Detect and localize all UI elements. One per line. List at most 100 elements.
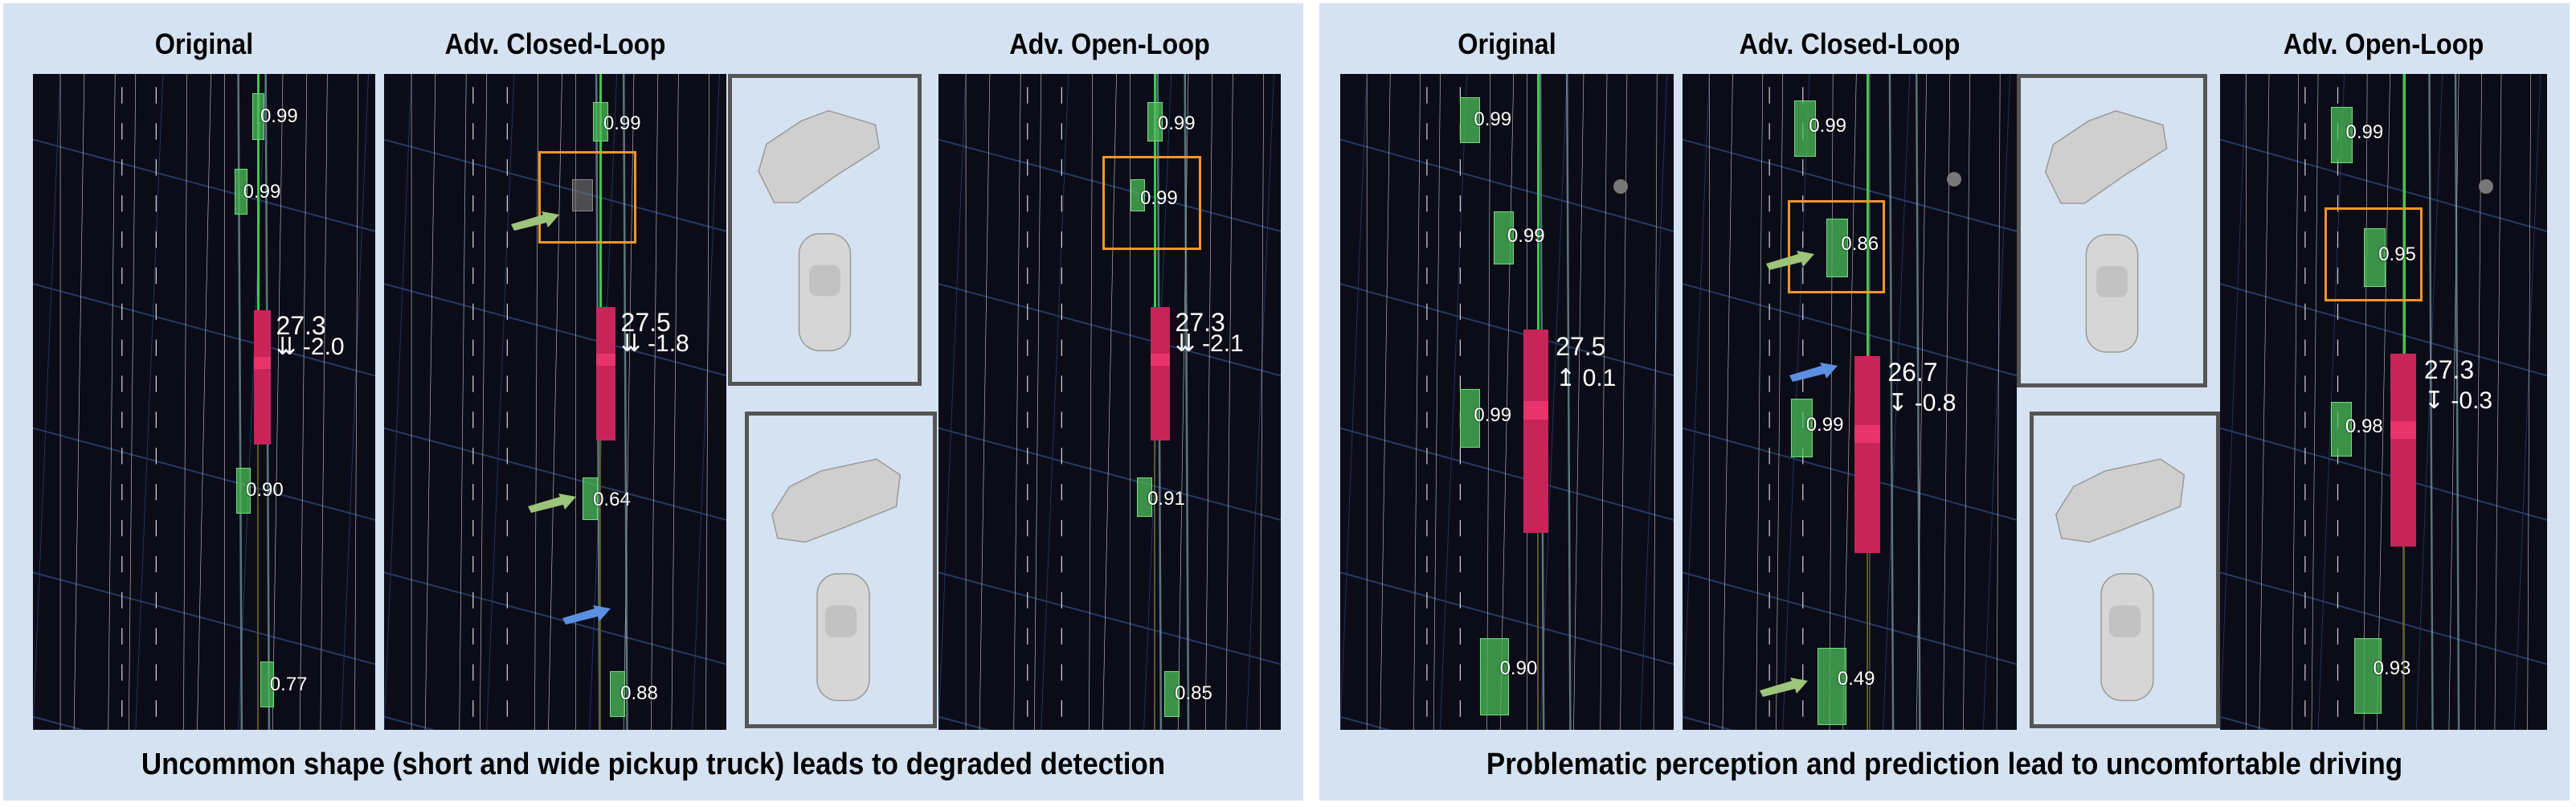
ego-acceleration: ⇊ -1.8 (620, 330, 689, 357)
detection-score: 0.91 (1147, 487, 1185, 510)
highlight-box (538, 151, 636, 244)
planned-route (1866, 74, 1869, 356)
bev-scene: 0.99 0.86 0.99 0.49 26.7↧ -0.8 (1683, 74, 2017, 730)
static-object (1946, 172, 1961, 187)
ego-highlight (2390, 420, 2417, 439)
bev-scene: 0.99 0.99 0.91 0.85 27.3⇊ -2.1 (938, 74, 1281, 730)
detection-score: 0.99 (243, 181, 281, 203)
ego-acceleration: ⇊ -2.0 (276, 334, 345, 361)
trajectory-tail (1866, 552, 1868, 730)
ego-vehicle: 27.5⇊ -1.8 (596, 306, 689, 441)
detection-box: 0.99 (592, 102, 641, 142)
ego-acceleration: ⇊ -2.1 (1175, 330, 1244, 357)
ego-speed: 27.3 (2423, 355, 2475, 385)
detection-score: 0.77 (269, 673, 308, 695)
detection-score: 0.64 (593, 488, 631, 510)
ego-highlight (1151, 353, 1170, 366)
detection-box: 0.99 (1794, 100, 1846, 157)
detection-box: 0.64 (583, 477, 631, 520)
scene-title: Adv. Closed-Loop (444, 27, 666, 60)
detection-score: 0.99 (2345, 121, 2384, 143)
detection-box: 0.98 (2331, 402, 2383, 457)
detection-score: 0.88 (620, 682, 658, 705)
detection-box: 0.99 (1460, 388, 1511, 449)
detection-box: 0.86 (1826, 218, 1879, 277)
ego-vehicle: 27.5 ↥ 0.1 (1523, 330, 1616, 534)
detection-box: 0.99 (1460, 96, 1511, 143)
detection-box: 0.91 (1137, 477, 1185, 517)
highlight-box (1102, 156, 1201, 250)
highlight-box (2325, 207, 2423, 302)
planned-route (1536, 74, 1539, 330)
static-object (1613, 178, 1629, 194)
planned-route (599, 74, 603, 307)
detection-box: 0.93 (2353, 637, 2410, 714)
bev-scene: 0.99 0.99 0.90 0.77 27.3⇊ -2.0 (33, 74, 375, 730)
adversarial-vehicle-render (2030, 412, 2220, 728)
ego-highlight (1523, 400, 1548, 420)
blue-arrow-icon (562, 604, 611, 625)
detection-score: 0.95 (2378, 243, 2416, 265)
detection-box: 0.77 (260, 662, 308, 708)
planned-route (2402, 74, 2406, 354)
detection-score: 0.99 (1809, 114, 1847, 137)
trajectory-tail (2402, 547, 2405, 730)
bev-scene: 0.99 0.95 0.98 0.93 27.3↧ -0.3 (2220, 74, 2547, 730)
detection-score: 0.49 (1837, 667, 1875, 690)
detection-score: 0.99 (603, 112, 641, 134)
detection-score: 0.99 (1507, 225, 1545, 248)
detection-score: 0.99 (1157, 112, 1196, 134)
detection-box: 0.99 (2331, 106, 2383, 163)
road-map (1340, 74, 1674, 730)
ego-highlight (253, 357, 272, 370)
detection-score: 0.99 (1474, 404, 1512, 426)
detection-score: 0.99 (1474, 109, 1512, 131)
detection-box: 0.90 (1480, 637, 1537, 716)
trajectory-tail (257, 444, 260, 730)
adversarial-vehicle-render (745, 412, 937, 728)
detection-box: 0.99 (1147, 102, 1196, 142)
blue-arrow-icon (1789, 363, 1838, 383)
scene-title: Original (1458, 27, 1556, 60)
ego-speed: 27.5 (1556, 331, 1606, 361)
trajectory-tail (1536, 533, 1539, 730)
detection-score: 0.99 (1805, 413, 1844, 436)
ego-highlight (1854, 424, 1880, 443)
ego-acceleration: ↥ 0.1 (1556, 365, 1617, 392)
scene-title: Adv. Open-Loop (1009, 27, 1210, 60)
detection-score: 0.99 (1139, 187, 1178, 210)
green-arrow-icon (510, 211, 559, 231)
static-object (2478, 178, 2493, 194)
detection-box: 0.85 (1164, 670, 1212, 717)
green-arrow-icon (1759, 677, 1808, 697)
detection-box: 0.99 (1493, 211, 1545, 264)
detection-score: 0.90 (1499, 657, 1538, 680)
ego-vehicle: 27.3⇊ -2.0 (253, 309, 345, 445)
scene-title: Original (154, 27, 254, 60)
scene-title: Adv. Open-Loop (2283, 27, 2484, 60)
ego-vehicle: 27.3↧ -0.3 (2390, 353, 2492, 547)
detection-box: 0.99 (251, 93, 298, 140)
green-arrow-icon (527, 494, 576, 514)
undetected-vehicle (572, 178, 593, 212)
ego-vehicle: 26.7↧ -0.8 (1854, 355, 1956, 553)
detection-box: 0.90 (236, 467, 284, 514)
detection-box: 0.99 (1130, 178, 1178, 212)
bev-scene: 0.99 0.99 0.99 0.90 27.5 ↥ 0.1 (1340, 74, 1674, 730)
ego-vehicle: 27.3⇊ -2.1 (1151, 306, 1244, 441)
detection-score: 0.90 (245, 479, 284, 502)
panel-caption: Uncommon shape (short and wide pickup tr… (141, 748, 1166, 781)
detection-score: 0.98 (2345, 416, 2383, 438)
detection-score: 0.85 (1175, 682, 1212, 705)
bev-scene: 0.99 0.64 0.88 27.5⇊ -1.8 (384, 74, 726, 730)
scene-title: Adv. Closed-Loop (1739, 27, 1961, 60)
trajectory-tail (599, 440, 602, 730)
road-map (33, 74, 375, 730)
road-map (2220, 74, 2547, 730)
detection-box: 0.99 (235, 169, 280, 215)
detection-box: 0.95 (2364, 227, 2416, 288)
panel-caption: Problematic perception and prediction le… (1486, 748, 2403, 781)
trajectory-tail (1154, 440, 1156, 730)
road-map (1683, 74, 2017, 730)
highlight-box (1788, 199, 1885, 294)
